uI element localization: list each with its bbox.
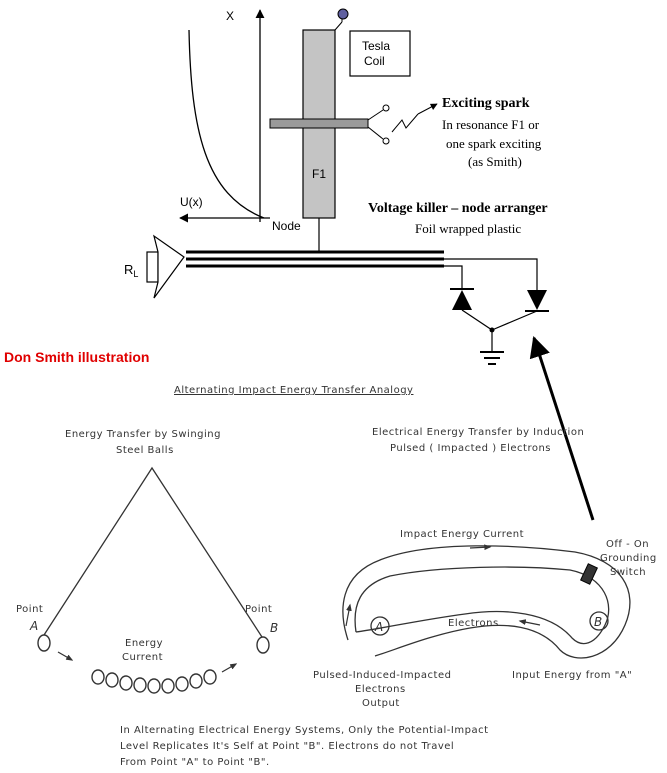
energy-label-1: Energy [125, 638, 163, 649]
right-title-1: Electrical Energy Transfer by Induction [372, 427, 584, 438]
circle-b [589, 611, 609, 631]
diode-right [527, 290, 547, 310]
row-ball [203, 669, 217, 685]
circle-a [370, 616, 390, 636]
junction-right [491, 310, 538, 331]
rl-horn [153, 234, 185, 299]
voltage-sub: Foil wrapped plastic [415, 221, 521, 236]
ball-arrow-left [57, 651, 74, 661]
footer-line-1: In Alternating Electrical Energy Systems… [120, 725, 489, 736]
row-ball [119, 675, 133, 691]
f1-label: F1 [312, 167, 326, 181]
left-title-2: Steel Balls [116, 445, 174, 456]
point-b-letter: B [270, 621, 279, 635]
loop-arrow-top [469, 544, 492, 551]
don-smith-label: Don Smith illustration [4, 349, 149, 365]
row-ball [161, 678, 175, 694]
row-ball [91, 669, 105, 685]
footer-line-2: Level Replicates It's Self at Point "B".… [120, 741, 454, 752]
electrons-label: Electrons [448, 618, 499, 629]
junction-left [461, 309, 493, 331]
spark-node-bottom [382, 137, 390, 145]
row-ball [147, 678, 161, 694]
circle-b-letter: B [594, 615, 603, 629]
tesla-coil-box [349, 30, 411, 77]
tesla-ball [337, 8, 349, 20]
spark-electrode-top [367, 109, 384, 121]
pendulum-strings [43, 466, 263, 638]
rl-resistor [146, 251, 159, 283]
switch-label-2: Grounding [600, 553, 657, 564]
exciting-title: Exciting spark [442, 96, 530, 111]
ball-arrow-right [221, 663, 238, 673]
energy-label-2: Current [122, 652, 163, 663]
grounding-switch [580, 563, 598, 585]
switch-label-1: Off - On [606, 539, 649, 550]
impact-current-label: Impact Energy Current [400, 529, 524, 540]
point-b-label: Point [245, 604, 272, 615]
exciting-line-1: In resonance F1 or [442, 117, 540, 132]
loop-arrow-left [345, 603, 352, 627]
u-axis-label: U(x) [180, 195, 203, 209]
exciting-line-3: (as Smith) [468, 154, 522, 169]
tesla-wire [334, 21, 343, 31]
pulsed-label-3: Output [362, 698, 400, 709]
diode-left [452, 290, 472, 310]
pulsed-label-2: Electrons [355, 684, 406, 695]
spark-node-top [382, 104, 390, 112]
spark-zigzag [391, 113, 419, 133]
switch-label-3: Switch [610, 567, 646, 578]
tesla-label-1: Tesla [362, 39, 390, 53]
row-ball [189, 673, 203, 689]
rl-label: RL [124, 262, 138, 279]
voltage-title: Voltage killer – node arranger [368, 201, 548, 216]
right-title-2: Pulsed ( Impacted ) Electrons [390, 443, 551, 454]
loop-arrow-bottom [518, 619, 541, 626]
input-energy-label: Input Energy from "A" [512, 670, 632, 681]
point-a-letter: A [29, 619, 39, 633]
spark-electrode-bottom [367, 126, 384, 140]
ball-b [256, 636, 270, 654]
u-curve [188, 29, 265, 219]
point-a-label: Point [16, 604, 43, 615]
footer-line-3: From Point "A" to Point "B". [120, 757, 270, 768]
loop-outer [342, 545, 631, 659]
spark-arrow [417, 103, 438, 115]
analogy-title: Alternating Impact Energy Transfer Analo… [174, 385, 413, 396]
left-title-1: Energy Transfer by Swinging [65, 429, 221, 440]
tesla-label-2: Coil [364, 54, 385, 68]
ball-a [37, 634, 51, 652]
exciting-line-2: one spark exciting [446, 136, 542, 151]
exciter-plate [269, 118, 369, 129]
pulsed-label-1: Pulsed-Induced-Impacted [313, 670, 451, 681]
switch-to-diode-arrow [529, 336, 595, 521]
ball-row [91, 669, 217, 694]
row-ball [175, 676, 189, 692]
loop-inner [354, 566, 610, 645]
x-axis-label: X [226, 9, 234, 23]
diode-wire-right [444, 258, 538, 290]
row-ball [105, 672, 119, 688]
circle-a-letter: A [374, 620, 384, 634]
diode-wire-left [444, 265, 463, 288]
row-ball [133, 677, 147, 693]
node-label: Node [272, 219, 301, 233]
